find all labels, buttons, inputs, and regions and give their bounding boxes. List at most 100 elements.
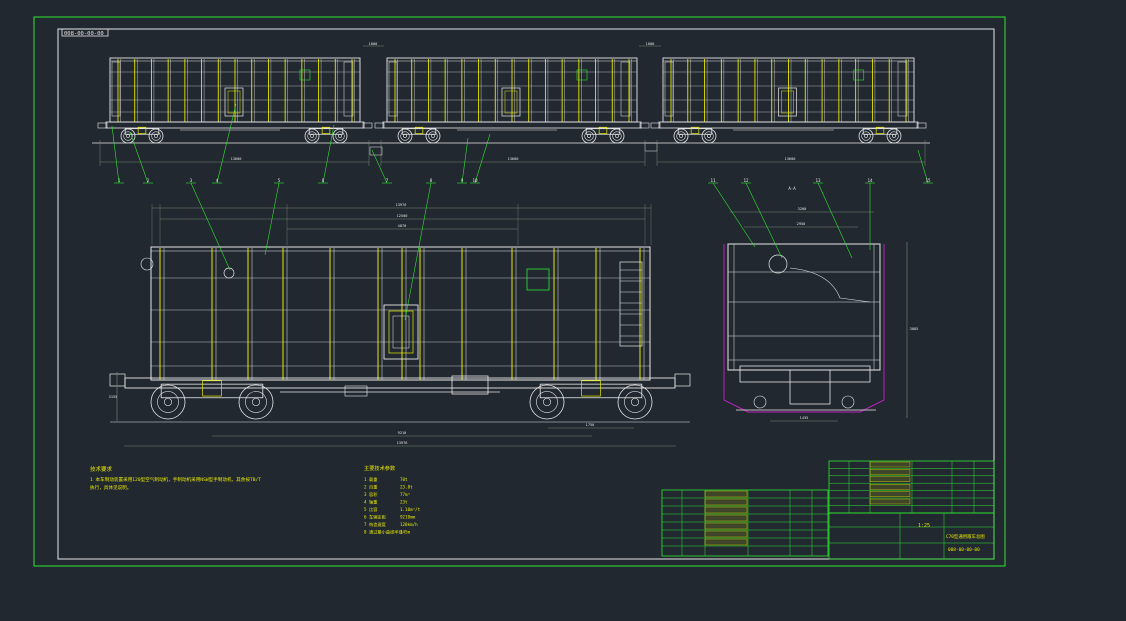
leader-line xyxy=(371,149,388,184)
door-inner xyxy=(227,90,241,114)
wheel-hub xyxy=(584,131,594,141)
balloon-number: 8 xyxy=(430,178,433,183)
wheel-hub xyxy=(536,391,558,413)
balloon-number: 3 xyxy=(190,178,193,183)
dim-label: 9210 xyxy=(398,431,407,435)
door-inner xyxy=(388,310,414,354)
table-cell-fill xyxy=(704,522,748,530)
param-key: 4 轴重 xyxy=(364,499,377,506)
bogie-frame xyxy=(585,128,621,135)
wheel xyxy=(841,395,855,409)
parts-table-left xyxy=(661,489,829,557)
underframe xyxy=(105,121,365,129)
leader-line xyxy=(745,182,783,259)
wheel xyxy=(858,128,874,144)
dim-label: 13976 xyxy=(397,441,408,445)
leader-line xyxy=(917,149,929,184)
wheel-axle xyxy=(163,397,173,407)
side-door xyxy=(224,87,244,117)
coupler xyxy=(916,122,927,129)
underframe xyxy=(382,121,642,129)
wheel xyxy=(150,384,186,420)
notes-title: 技术要求 xyxy=(90,465,113,473)
leader-line xyxy=(190,182,231,271)
wheel-axle xyxy=(154,134,158,138)
balloon-number: 14 xyxy=(867,178,873,183)
dim-label: 2950 xyxy=(797,222,806,226)
bogie-frame xyxy=(160,383,264,399)
wheel-hub xyxy=(307,131,317,141)
table-cell-fill xyxy=(704,538,748,546)
notes-line-1: 1 本车制动装置采用120型空气制动机，手制动机采用NSW型手制动机，其余按TB… xyxy=(90,476,261,483)
table-cell-fill xyxy=(869,498,911,505)
leader-line xyxy=(129,131,149,184)
end-ladder xyxy=(388,61,398,117)
wheel-hub xyxy=(245,391,267,413)
leader-line xyxy=(712,182,756,248)
balloon-number: 9 xyxy=(461,178,464,183)
param-value: 120km/h xyxy=(400,522,418,527)
bogie-frame xyxy=(862,128,898,135)
underframe xyxy=(658,121,919,129)
balloon-number: 5 xyxy=(278,178,281,183)
wheel-hub xyxy=(676,131,686,141)
balloon-number: 7 xyxy=(386,178,389,183)
coupler xyxy=(374,122,385,129)
bogie-frame xyxy=(308,128,344,135)
table-cell-fill xyxy=(704,506,748,514)
dim-label: 13600 xyxy=(508,157,519,161)
coupler xyxy=(674,373,691,387)
dim-label: 1435 xyxy=(800,416,809,420)
leader-line xyxy=(404,182,432,321)
door-inner xyxy=(504,90,518,114)
bolster xyxy=(414,126,424,134)
param-value: 23t xyxy=(400,500,408,505)
wheel-axle xyxy=(587,134,591,138)
leader-line xyxy=(264,182,280,256)
wheel xyxy=(332,128,348,144)
balloon-number: 10 xyxy=(472,178,478,183)
wheel-hub xyxy=(151,131,161,141)
end-ladder xyxy=(620,61,631,117)
param-value: 145m xyxy=(400,530,411,535)
wheel-hub xyxy=(889,131,899,141)
param-key: 3 容积 xyxy=(364,491,377,498)
clearance-gauge-outline xyxy=(723,244,885,413)
gap-box xyxy=(644,142,658,152)
wheel-hub xyxy=(704,131,714,141)
wheel xyxy=(581,128,597,144)
brake-cylinder xyxy=(451,375,489,395)
bolster xyxy=(202,380,222,397)
balloon-number: 6 xyxy=(322,178,325,183)
leader-line xyxy=(474,133,491,184)
bogie-frame xyxy=(539,383,643,399)
marking-box xyxy=(576,69,588,81)
wheel-hub xyxy=(624,391,646,413)
wheel-axle xyxy=(864,134,868,138)
wheel-hub xyxy=(400,131,410,141)
param-key: 5 比容 xyxy=(364,506,377,513)
leader-line xyxy=(216,103,237,184)
param-value: 23.8t xyxy=(400,485,413,490)
wheel xyxy=(701,128,717,144)
door-panel xyxy=(392,315,410,349)
side-door xyxy=(501,87,521,117)
wheel xyxy=(148,128,164,144)
door-inner xyxy=(781,90,794,114)
air-reservoir xyxy=(344,385,368,397)
param-key: 2 自重 xyxy=(364,484,377,491)
bolster xyxy=(875,126,885,134)
balloon-number: 1 xyxy=(118,178,121,183)
wheel-axle xyxy=(403,134,407,138)
wheel xyxy=(753,395,767,409)
balloon-number: 11 xyxy=(710,178,716,183)
balloon-number: 15 xyxy=(925,178,931,183)
emblem xyxy=(223,267,235,279)
wheel-hub xyxy=(428,131,438,141)
side-door xyxy=(778,87,797,117)
underframe-section xyxy=(739,365,871,383)
